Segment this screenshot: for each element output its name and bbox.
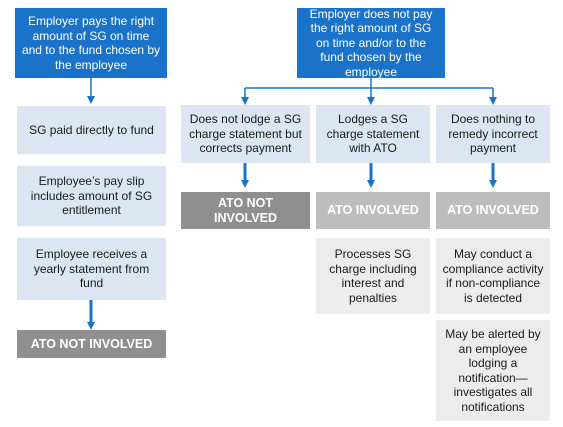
top-left-box: Employer pays the right amount of SG on … [15,8,167,78]
branch3-result-box: ATO INVOLVED [436,192,550,229]
branch3-title-box: Does nothing to remedy incorrect payment [436,105,550,163]
branch3-detail2-box: May be alerted by an employee lodging a … [436,320,550,421]
left-step3-box: Employee receives a yearly statement fro… [17,238,166,300]
left-step1-box: SG paid directly to fund [17,106,166,154]
left-step2-box: Employee’s pay slip includes amount of S… [17,166,166,226]
branch2-result-box: ATO INVOLVED [316,192,430,229]
branch1-title-box: Does not lodge a SG charge statement but… [181,105,310,163]
branch2-detail-box: Processes SG charge including interest a… [316,238,430,314]
branch1-result-box: ATO NOT INVOLVED [181,192,310,229]
branch2-title-box: Lodges a SG charge statement with ATO [316,105,430,163]
left-result-box: ATO NOT INVOLVED [17,330,166,358]
top-right-box: Employer does not pay the right amount o… [297,7,445,79]
branch3-detail1-box: May conduct a compliance activity if non… [436,238,550,314]
